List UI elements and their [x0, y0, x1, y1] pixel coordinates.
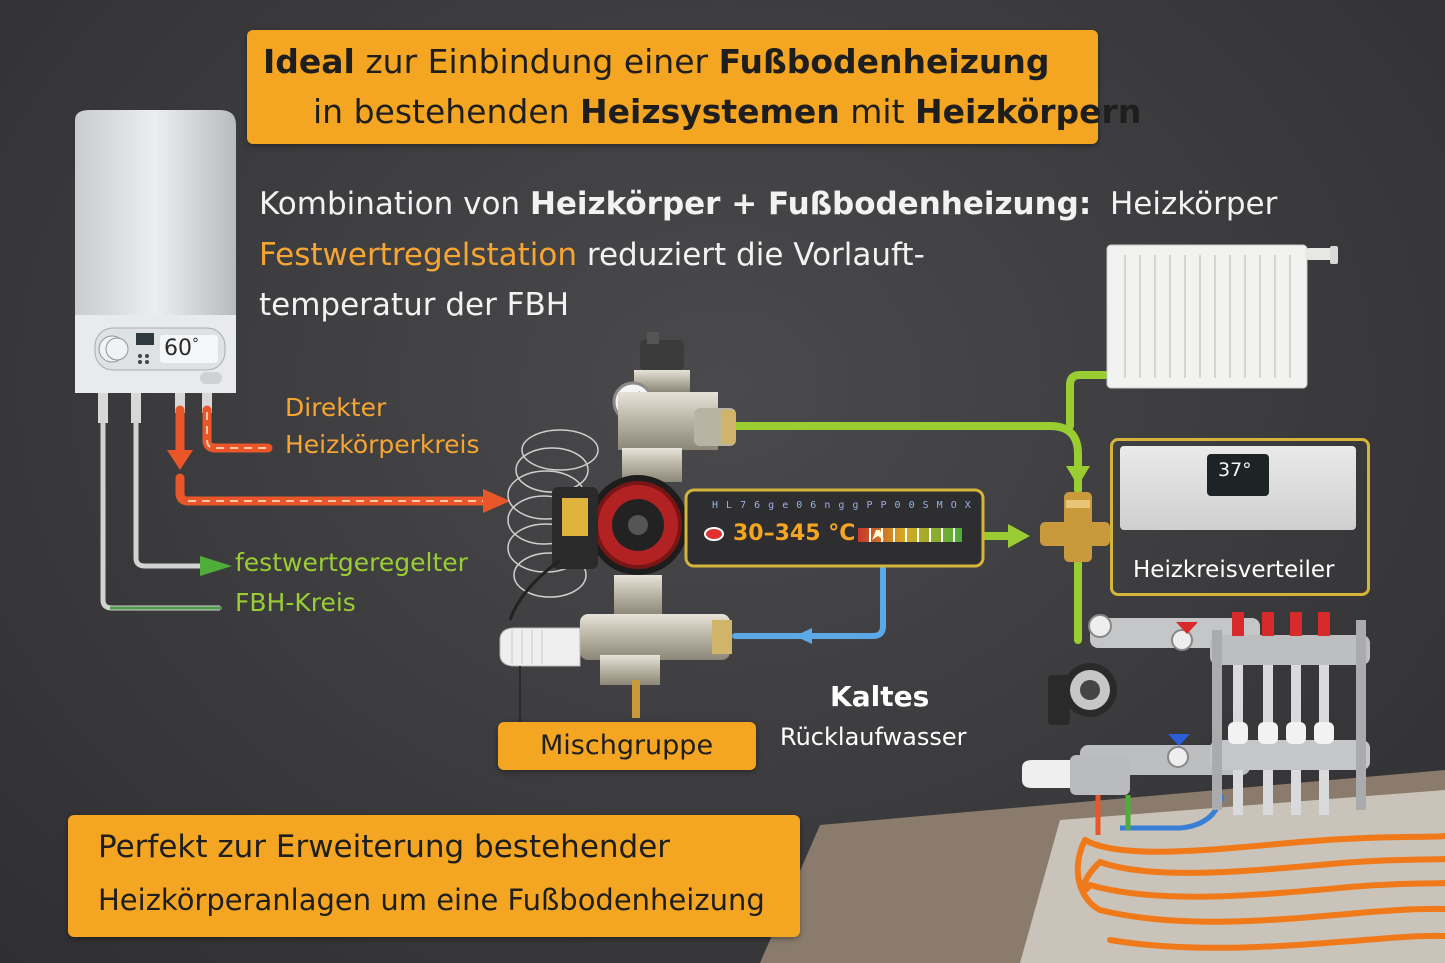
blue-left-arrow	[795, 628, 812, 644]
top-banner-word: Heizkörpern	[915, 92, 1142, 131]
mixing-group-label: Mischgruppe	[540, 730, 714, 761]
intro-text: Kombination von	[259, 186, 530, 222]
fbh-circuit-label-2: FBH-Kreis	[235, 588, 356, 617]
bottom-banner-line-1: Perfekt zur Erweiterung bestehender	[98, 829, 671, 865]
cold-return-label-2: Rücklaufwasser	[780, 723, 967, 751]
mixing-station	[499, 332, 736, 747]
bottom-banner-line-2: Heizkörperanlagen um eine Fußbodenheizun…	[98, 883, 765, 917]
bottom-banner: Perfekt zur Erweiterung bestehender Heiz…	[68, 815, 800, 937]
mixing-group-label-box	[498, 722, 756, 770]
boiler-temperature-unit: °	[192, 336, 199, 352]
intro-line-2: Festwertregelstation reduziert die Vorla…	[259, 237, 925, 273]
radiator-label: Heizkörper	[1110, 186, 1278, 222]
gas-boiler	[75, 110, 236, 423]
intro-line-1: Kombination von Heizkörper + Fußbodenhei…	[259, 186, 1091, 222]
radiator	[1106, 244, 1338, 389]
boiler-grey-pipes	[100, 420, 220, 611]
thermostat-temperature: 37°	[1218, 459, 1252, 481]
gauge-range-text: 30–345 °C	[733, 521, 856, 546]
hot-pipe-dashes	[188, 412, 483, 502]
green-down-arrow	[1066, 466, 1090, 486]
brass-tee-fitting	[1040, 492, 1110, 562]
top-banner-word: zur Einbindung einer	[354, 42, 719, 81]
intro-text-bold: Heizkörper + Fußbodenheizung:	[529, 186, 1092, 222]
hot-right-arrow	[483, 489, 510, 513]
intro-text: reduziert die Vorlauft-	[577, 237, 925, 273]
intro-line-3: temperatur der FBH	[259, 287, 570, 323]
heating-manifold	[1022, 612, 1370, 835]
top-banner-word: in bestehenden	[313, 92, 581, 131]
top-banner-word: mit	[839, 92, 916, 131]
hot-down-arrow	[167, 450, 193, 470]
top-banner-word: Ideal	[263, 42, 355, 81]
boiler-temperature-value: 60	[164, 336, 192, 361]
manifold-label-box	[1110, 438, 1370, 596]
top-banner-line-1: Ideal zur Einbindung einer Fußbodenheizu…	[263, 42, 1050, 81]
boiler-display: 60°	[164, 336, 199, 362]
top-banner-word: Fußbodenheizung	[718, 42, 1050, 81]
direct-radiator-circuit-label-1: Direkter	[285, 393, 387, 422]
festwertregelstation-highlight: Festwertregelstation	[259, 237, 578, 273]
fbh-green-arrow	[200, 556, 232, 576]
green-right-arrow	[1008, 524, 1030, 548]
top-banner-word: Heizsystemen	[580, 92, 840, 131]
top-banner: Ideal zur Einbindung einer Fußbodenheizu…	[247, 30, 1141, 144]
fbh-circuit-label-1: festwertgeregelter	[235, 548, 468, 577]
manifold-label: Heizkreisverteiler	[1133, 557, 1335, 583]
floor-heating-pipes	[1074, 833, 1445, 951]
floor-area	[760, 770, 1445, 963]
gauge-scale-text: H L 7 6 g e 0 6 n g g P P 0 0 S M O X	[712, 500, 972, 511]
top-banner-line-2: in bestehenden Heizsystemen mit Heizkörp…	[313, 92, 1141, 131]
cold-return-label-1: Kaltes	[830, 680, 930, 713]
blue-return-pipe	[732, 563, 886, 639]
direct-radiator-circuit-label-2: Heizkörperkreis	[285, 430, 480, 459]
thermostat-display	[1207, 454, 1269, 496]
temperature-gauge-panel	[684, 488, 985, 568]
